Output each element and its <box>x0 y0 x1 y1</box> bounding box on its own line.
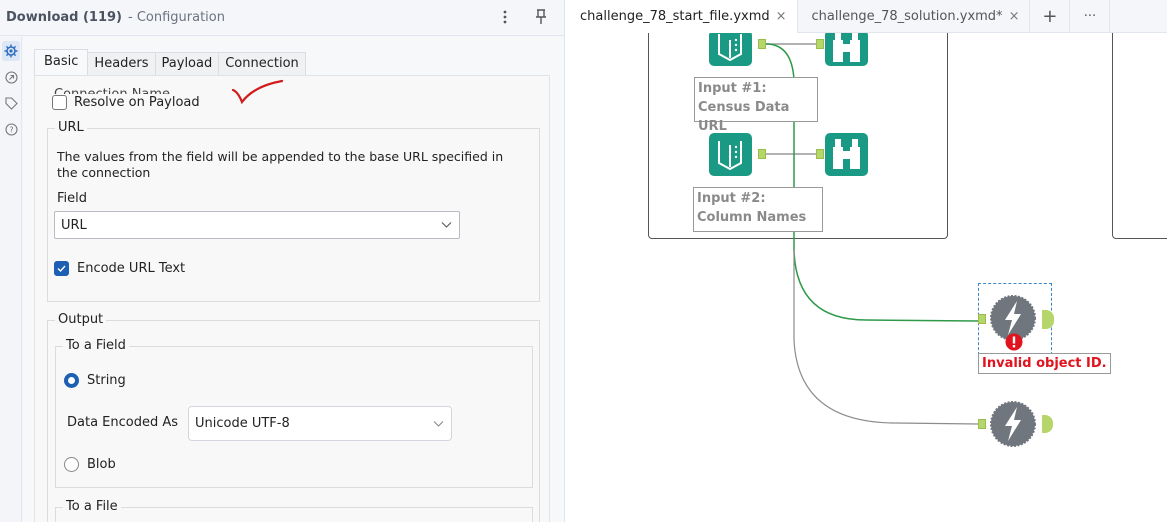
input1-annotation: Input #1: Census Data URL <box>694 77 818 134</box>
lightning-icon <box>1005 301 1021 335</box>
url-group: URL The values from the field will be ap… <box>47 120 540 302</box>
output-group: Output To a Field String Data Encoded As… <box>47 312 540 522</box>
tab-headers[interactable]: Headers <box>87 52 156 76</box>
to-a-file-group: To a File <box>55 499 533 522</box>
more-options-button[interactable] <box>496 6 514 28</box>
configuration-panel: Download (119) - Configuration <box>0 0 565 522</box>
tag-icon <box>4 96 18 110</box>
input-data-tool-2[interactable] <box>709 133 752 176</box>
encode-url-text-label: Encode URL Text <box>77 261 186 276</box>
error-message: Invalid object ID. <box>978 353 1111 374</box>
string-option[interactable]: String <box>64 373 126 388</box>
red-checkmark-annotation-icon <box>231 79 284 105</box>
error-icon <box>1005 333 1023 351</box>
input-anchor[interactable] <box>816 149 824 159</box>
tab-start-file[interactable]: challenge_78_start_file.yxmd × <box>566 0 797 33</box>
tab-payload[interactable]: Payload <box>154 52 220 76</box>
close-tab-icon[interactable]: × <box>775 9 787 24</box>
blob-label: Blob <box>87 457 116 472</box>
string-radio[interactable] <box>64 373 79 388</box>
output-anchor[interactable] <box>758 149 766 159</box>
connections-layer <box>765 43 979 425</box>
document-tabs: challenge_78_start_file.yxmd × challenge… <box>566 0 1167 33</box>
resolve-on-payload-option[interactable]: Resolve on Payload <box>52 95 200 110</box>
blob-radio[interactable] <box>64 457 79 472</box>
output-legend: Output <box>55 312 107 327</box>
string-label: String <box>87 373 126 388</box>
book-icon <box>718 141 742 171</box>
to-a-file-legend: To a File <box>63 499 121 514</box>
input2-annotation: Input #2: Column Names <box>693 187 823 232</box>
help-icon: ? <box>4 122 18 136</box>
download-tool-2[interactable] <box>990 401 1036 447</box>
tool-container-right[interactable] <box>1112 20 1167 239</box>
gear-icon <box>4 44 18 58</box>
svg-text:?: ? <box>9 125 13 134</box>
pin-button[interactable] <box>532 6 550 28</box>
output-anchor[interactable] <box>1042 310 1054 329</box>
tool-container[interactable] <box>648 20 948 239</box>
blob-option[interactable]: Blob <box>64 457 116 472</box>
input-anchor[interactable] <box>816 39 824 49</box>
field-label: Field <box>57 191 88 206</box>
encode-url-text-checkbox[interactable] <box>54 261 69 276</box>
more-tabs-button[interactable]: ··· <box>1070 0 1111 33</box>
data-encoded-as-dropdown[interactable]: Unicode UTF-8 <box>188 406 452 441</box>
config-tabs: Basic Headers Payload Connection <box>34 49 306 76</box>
chevron-down-icon <box>441 222 452 228</box>
tab-start-file-label: challenge_78_start_file.yxmd <box>580 9 770 24</box>
config-header: Download (119) - Configuration <box>0 0 564 36</box>
resolve-on-payload-checkbox[interactable] <box>52 95 67 110</box>
data-encoded-as-label: Data Encoded As <box>67 415 179 430</box>
configuration-gear-button[interactable] <box>2 41 20 61</box>
data-encoded-as-value: Unicode UTF-8 <box>195 416 290 431</box>
config-content: Basic Headers Payload Connection Connect… <box>23 37 564 522</box>
output-anchor[interactable] <box>758 39 766 49</box>
input-data-tool-1[interactable] <box>709 30 752 66</box>
input-anchor[interactable] <box>978 419 986 429</box>
tab-basic[interactable]: Basic <box>34 49 89 76</box>
binoculars-icon <box>833 32 860 62</box>
check-icon <box>57 265 66 272</box>
connection-name-label: Connection Name <box>54 84 170 94</box>
lightning-icon <box>1005 407 1021 441</box>
output-anchor[interactable] <box>1042 415 1053 433</box>
input-anchor[interactable] <box>978 314 986 324</box>
field-dropdown-value: URL <box>61 217 87 233</box>
book-icon <box>718 34 742 62</box>
config-side-toolbar: ? <box>0 37 22 522</box>
tab-connection[interactable]: Connection <box>218 52 306 76</box>
tab-solution-file[interactable]: challenge_78_solution.yxmd* × <box>796 0 1031 33</box>
browse-tool-1[interactable] <box>825 30 868 66</box>
browse-tool-2[interactable] <box>825 133 868 176</box>
url-description: The values from the field will be append… <box>57 149 504 180</box>
binoculars-icon <box>833 139 860 169</box>
workflow-canvas[interactable]: challenge_78_start_file.yxmd × challenge… <box>566 0 1167 522</box>
tab-solution-file-label: challenge_78_solution.yxmd* <box>811 8 1003 24</box>
tag-button[interactable] <box>2 93 20 113</box>
chevron-down-icon <box>433 420 444 427</box>
to-a-field-legend: To a Field <box>63 338 129 353</box>
annotation-button[interactable] <box>2 67 20 87</box>
basic-tab-panel: Connection Name Resolve on Payload URL T… <box>34 75 550 522</box>
download-tool-1[interactable] <box>990 295 1036 341</box>
to-a-field-group: To a Field String Data Encoded As Unicod… <box>55 338 533 488</box>
config-title: Download (119) <box>6 10 122 25</box>
pin-icon <box>536 9 546 24</box>
tab-bar-filler <box>1110 0 1167 33</box>
close-tab-icon[interactable]: × <box>1008 8 1020 24</box>
encode-url-text-option[interactable]: Encode URL Text <box>54 261 185 276</box>
vertical-ellipsis-icon <box>503 10 507 24</box>
help-button[interactable]: ? <box>2 119 20 139</box>
config-subtitle: - Configuration <box>128 10 225 25</box>
url-legend: URL <box>55 120 87 135</box>
field-dropdown[interactable]: URL <box>54 211 460 239</box>
arrow-circle-icon <box>4 70 18 84</box>
resolve-on-payload-label: Resolve on Payload <box>74 95 200 110</box>
add-tab-button[interactable]: + <box>1030 0 1071 33</box>
